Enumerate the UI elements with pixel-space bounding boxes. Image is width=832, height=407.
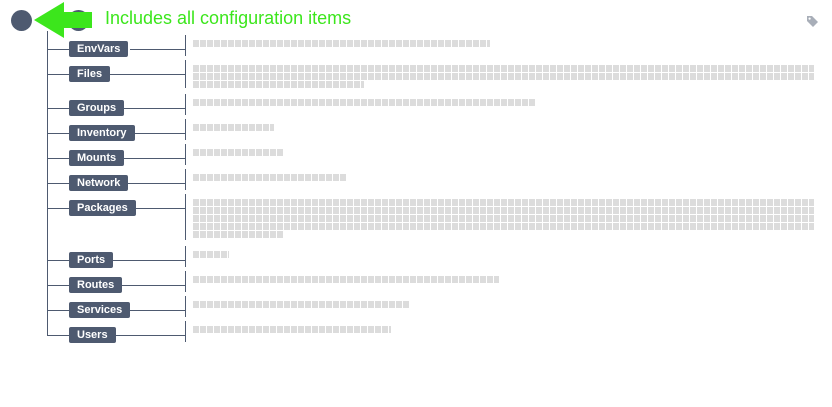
branch-line [47, 133, 69, 134]
annotation-text: Includes all configuration items [105, 8, 352, 28]
bracket-line [185, 169, 186, 190]
bracket-line [185, 271, 186, 292]
tree-item: Routes [0, 271, 832, 293]
item-chip[interactable]: Packages [69, 200, 136, 216]
item-chip[interactable]: Network [69, 175, 129, 191]
placeholder-text [193, 301, 409, 309]
placeholder-text [193, 251, 229, 259]
item-chip[interactable]: Files [69, 66, 111, 82]
connector-line [130, 49, 185, 50]
item-chip[interactable]: Inventory [69, 125, 135, 141]
branch-line [47, 158, 69, 159]
tree-item: Mounts [0, 144, 832, 166]
branch-line [47, 260, 69, 261]
tree-item: Ports [0, 246, 832, 268]
branch-line [47, 310, 69, 311]
root-node[interactable] [11, 10, 32, 31]
branch-line [47, 108, 69, 109]
tree-item: Files [0, 60, 832, 88]
bracket-line [185, 321, 186, 342]
bracket-line [185, 296, 186, 317]
bracket-line [185, 35, 186, 56]
branch-line [47, 74, 69, 75]
connector-line [122, 285, 185, 286]
connector-line [109, 74, 185, 75]
placeholder-text [193, 199, 814, 239]
item-chip[interactable]: Routes [69, 277, 123, 293]
connector-line [136, 208, 185, 209]
placeholder-text [193, 276, 499, 284]
item-chip[interactable]: Users [69, 327, 116, 343]
branch-line [47, 49, 69, 50]
bracket-line [185, 144, 186, 165]
placeholder-text [193, 174, 346, 182]
placeholder-text [193, 149, 283, 157]
bracket-line [185, 194, 186, 240]
item-chip[interactable]: Services [69, 302, 131, 318]
item-chip[interactable]: Mounts [69, 150, 125, 166]
tree-item: Packages [0, 194, 832, 240]
branch-line [47, 285, 69, 286]
bracket-line [185, 246, 186, 267]
bracket-line [185, 60, 186, 88]
bracket-line [185, 119, 186, 140]
branch-line [47, 208, 69, 209]
tree-item: Network [0, 169, 832, 191]
tree-item: Inventory [0, 119, 832, 141]
placeholder-text [193, 124, 274, 132]
green-arrow-icon [34, 2, 92, 38]
item-chip[interactable]: EnvVars [69, 41, 129, 57]
tree-item: Groups [0, 94, 832, 116]
connector-line [122, 158, 185, 159]
bracket-line [185, 94, 186, 115]
placeholder-text [193, 40, 490, 48]
tree-item: Services [0, 296, 832, 318]
item-chip[interactable]: Groups [69, 100, 125, 116]
branch-line [47, 335, 69, 336]
connector-line [126, 183, 185, 184]
tag-icon[interactable] [806, 15, 819, 28]
placeholder-text [193, 99, 535, 107]
item-chip[interactable]: Ports [69, 252, 114, 268]
connector-line [110, 260, 185, 261]
connector-line [122, 108, 185, 109]
tree-item: Users [0, 321, 832, 343]
tree-item: EnvVars [0, 35, 832, 57]
branch-line [47, 183, 69, 184]
connector-line [130, 310, 185, 311]
connector-line [113, 335, 185, 336]
connector-line [131, 133, 185, 134]
placeholder-text [193, 326, 391, 334]
placeholder-text [193, 65, 814, 89]
